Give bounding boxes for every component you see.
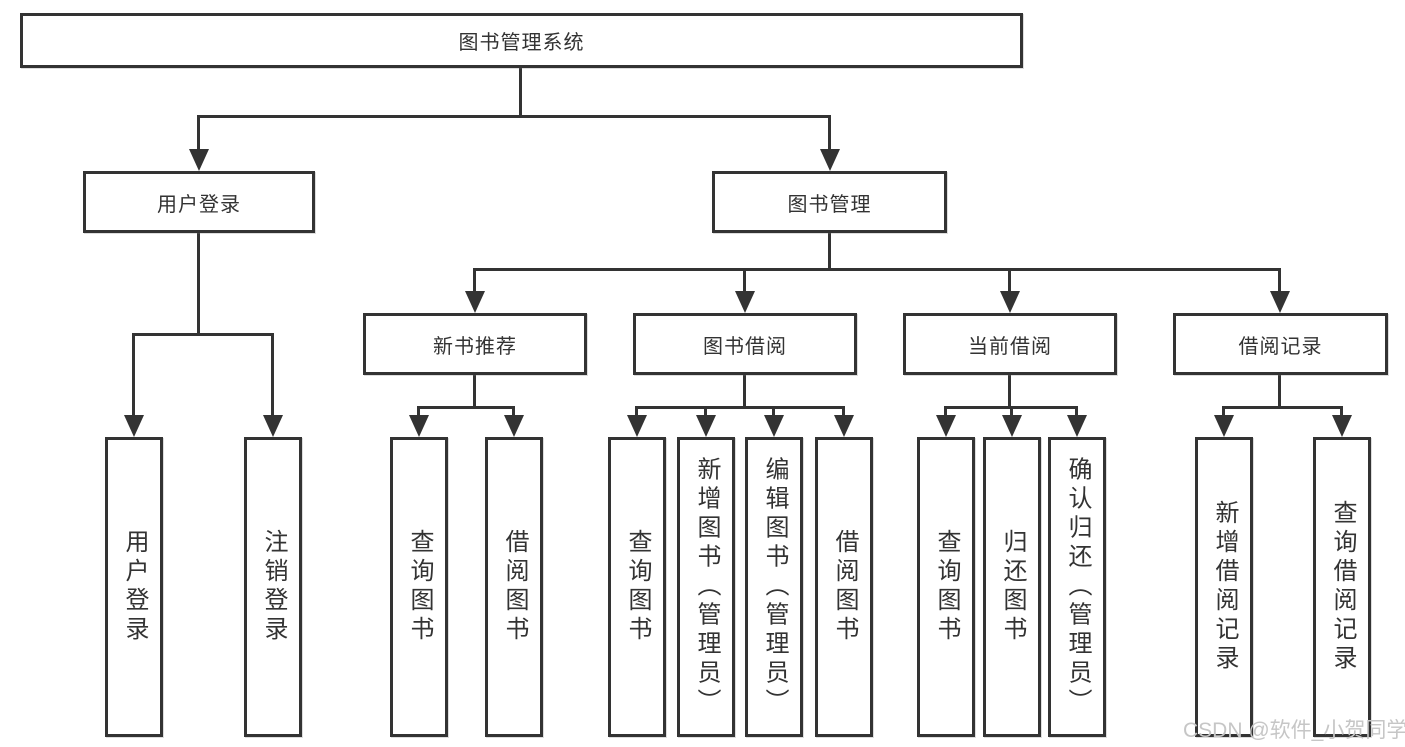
node-label: 用户登录	[157, 193, 241, 216]
arrow-down-icon	[1214, 415, 1234, 437]
root-node: 图书管理系统	[20, 13, 1023, 68]
connector-arrow-line	[772, 409, 775, 417]
connector-level2-horizontal	[197, 115, 831, 118]
arrow-down-icon	[764, 415, 784, 437]
leaf-label: 编辑图书（管理员）	[761, 456, 788, 718]
leaf-label: 新增借阅记录	[1211, 500, 1238, 674]
connector-arrow-line	[132, 336, 135, 416]
connector-bookmgmt-stub	[828, 231, 831, 270]
node-book-borrow: 图书借阅	[633, 313, 857, 375]
arrow-down-icon	[1067, 415, 1087, 437]
connector-arrow-line	[704, 409, 707, 417]
node-label: 新书推荐	[433, 335, 517, 358]
leaf-label: 借阅图书	[831, 529, 858, 645]
connector-arrow-line	[635, 409, 638, 417]
connector-arrow-line	[828, 118, 831, 151]
connector-group-horizontal	[1222, 406, 1343, 409]
connector-arrow-line	[197, 118, 200, 151]
arrow-down-icon	[627, 415, 647, 437]
arrow-down-icon	[696, 415, 716, 437]
arrow-down-icon	[409, 415, 429, 437]
connector-arrow-line	[1278, 271, 1281, 292]
leaf-label: 确认归还（管理员）	[1064, 456, 1091, 718]
node-book-management: 图书管理	[712, 171, 947, 233]
leaf-label: 查询图书	[406, 529, 433, 645]
leaf-query-books-current: 查询图书	[917, 437, 975, 737]
leaf-label: 归还图书	[999, 529, 1026, 645]
connector-arrow-line	[1008, 271, 1011, 292]
connector-arrow-line	[1222, 409, 1225, 417]
arrow-down-icon	[834, 415, 854, 437]
leaf-query-books-recommend: 查询图书	[390, 437, 448, 737]
connector-arrow-line	[271, 336, 274, 416]
leaf-add-borrow-record: 新增借阅记录	[1195, 437, 1253, 737]
arrow-down-icon	[735, 291, 755, 313]
node-current-borrow: 当前借阅	[903, 313, 1117, 375]
leaf-add-books-admin: 新增图书（管理员）	[677, 437, 735, 737]
leaf-query-borrow-record: 查询借阅记录	[1313, 437, 1371, 737]
leaf-edit-books-admin: 编辑图书（管理员）	[745, 437, 803, 737]
connector-root-stub	[519, 66, 522, 117]
connector-userlogin-stub	[197, 231, 200, 335]
connector-arrow-line	[842, 409, 845, 417]
connector-group-horizontal	[417, 406, 515, 409]
arrow-down-icon	[936, 415, 956, 437]
arrow-down-icon	[504, 415, 524, 437]
connector-arrow-line	[743, 271, 746, 292]
connector-arrow-line	[1340, 409, 1343, 417]
leaf-label: 借阅图书	[501, 529, 528, 645]
root-node-label: 图书管理系统	[458, 32, 585, 54]
leaf-label: 注销登录	[260, 529, 287, 645]
connector-arrow-line	[1075, 409, 1078, 417]
connector-stub	[1008, 373, 1011, 408]
arrow-down-icon	[189, 149, 209, 171]
connector-level3-horizontal	[473, 268, 1281, 271]
leaf-label: 用户登录	[121, 529, 148, 645]
leaf-borrow-books: 借阅图书	[815, 437, 873, 737]
leaf-return-books: 归还图书	[983, 437, 1041, 737]
arrow-down-icon	[1270, 291, 1290, 313]
connector-arrow-line	[473, 271, 476, 292]
node-new-book-recommend: 新书推荐	[363, 313, 587, 375]
connector-stub	[473, 373, 476, 408]
node-user-login: 用户登录	[83, 171, 315, 233]
connector-stub	[743, 373, 746, 408]
arrow-down-icon	[1002, 415, 1022, 437]
arrow-down-icon	[124, 415, 144, 437]
arrow-down-icon	[1000, 291, 1020, 313]
leaf-confirm-return-admin: 确认归还（管理员）	[1048, 437, 1106, 737]
node-label: 当前借阅	[968, 335, 1052, 358]
leaf-label: 查询图书	[624, 529, 651, 645]
connector-arrow-line	[417, 409, 420, 417]
leaf-label: 查询借阅记录	[1329, 500, 1356, 674]
leaf-label: 新增图书（管理员）	[693, 456, 720, 718]
node-label: 图书管理	[787, 193, 872, 216]
connector-arrow-line	[944, 409, 947, 417]
node-label: 图书借阅	[703, 335, 787, 358]
arrow-down-icon	[820, 149, 840, 171]
arrow-down-icon	[465, 291, 485, 313]
csdn-watermark: CSDN @软件_小贺同学	[1183, 719, 1405, 742]
leaf-label: 查询图书	[933, 529, 960, 645]
connector-arrow-line	[1010, 409, 1013, 417]
node-borrow-records: 借阅记录	[1173, 313, 1388, 375]
leaf-logout: 注销登录	[244, 437, 302, 737]
node-label: 借阅记录	[1238, 335, 1323, 358]
connector-group-horizontal	[635, 406, 845, 409]
arrow-down-icon	[1332, 415, 1352, 437]
leaf-query-books-borrow: 查询图书	[608, 437, 666, 737]
connector-userlogin-horizontal	[132, 333, 274, 336]
connector-stub	[1278, 373, 1281, 408]
leaf-borrow-books-recommend: 借阅图书	[485, 437, 543, 737]
leaf-user-login: 用户登录	[105, 437, 163, 737]
connector-group-horizontal	[944, 406, 1078, 409]
arrow-down-icon	[263, 415, 283, 437]
connector-arrow-line	[512, 409, 515, 417]
